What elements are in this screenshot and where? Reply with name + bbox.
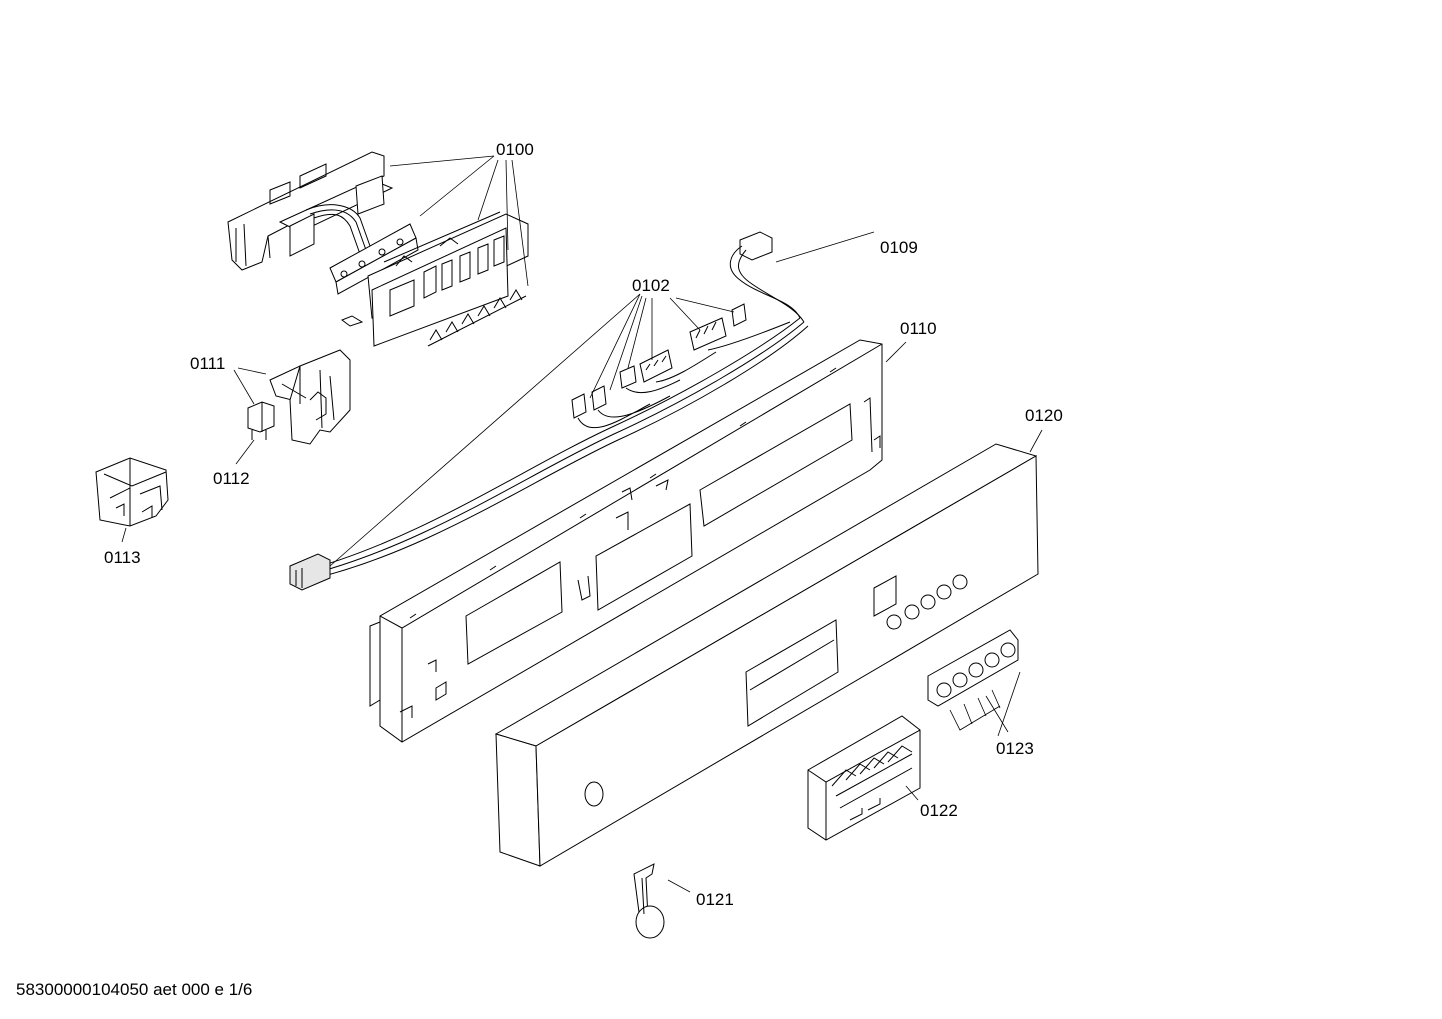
label-0110: 0110 bbox=[900, 319, 937, 338]
part-0123-buttons bbox=[927, 629, 1019, 707]
label-0109: 0109 bbox=[880, 238, 918, 257]
part-0121-knob bbox=[633, 863, 665, 939]
label-0121: 0121 bbox=[696, 890, 734, 909]
label-0111: 0111 bbox=[190, 354, 225, 373]
part-0112-component bbox=[247, 401, 275, 440]
label-0102: 0102 bbox=[632, 276, 670, 295]
document-reference: 58300000104050 aet 000 e 1/6 bbox=[16, 980, 253, 999]
part-labels: 0100 0102 0109 0110 0111 0112 0113 0120 … bbox=[104, 140, 1063, 909]
label-0123: 0123 bbox=[996, 739, 1034, 758]
leader-lines bbox=[121, 155, 1043, 893]
part-0120-front-fascia bbox=[494, 443, 1039, 867]
part-0110-inner-panel bbox=[369, 339, 883, 743]
part-0122-handle bbox=[807, 715, 921, 841]
label-0122: 0122 bbox=[920, 801, 958, 820]
part-0111-switch bbox=[269, 349, 351, 445]
part-0113-unit bbox=[95, 457, 169, 527]
label-0100: 0100 bbox=[496, 140, 534, 159]
part-0102-connectors bbox=[289, 303, 809, 591]
label-0112: 0112 bbox=[213, 469, 250, 488]
label-0113: 0113 bbox=[104, 548, 141, 567]
label-0120: 0120 bbox=[1025, 406, 1063, 425]
part-0109-cable-harness bbox=[729, 231, 805, 323]
part-0100-electronic-module bbox=[227, 151, 529, 347]
